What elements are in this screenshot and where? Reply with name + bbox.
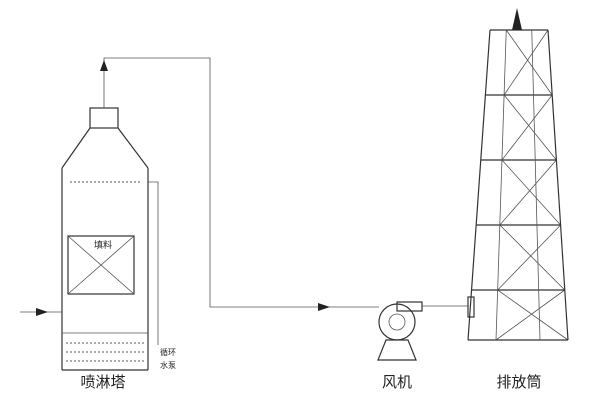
packing-label-bg xyxy=(91,238,115,250)
tower-shoulder-left xyxy=(61,127,91,169)
stack-inlet-flange xyxy=(467,296,475,318)
stack-label: 排放筒 xyxy=(496,373,541,391)
packing-diagonal-b xyxy=(67,235,135,295)
stack-brace-a-5 xyxy=(497,289,569,341)
stack-brace-b-4 xyxy=(497,224,561,291)
fan xyxy=(377,301,423,361)
stack-post-4 xyxy=(547,29,569,341)
fan-impeller xyxy=(388,313,406,331)
spray-tower: 填料 循环 水泵 xyxy=(61,107,176,371)
tower-outlet-cap xyxy=(89,107,119,129)
recirculation-pipe xyxy=(148,181,159,345)
packing-box xyxy=(67,235,135,295)
stack-outlet-arrow xyxy=(512,8,522,30)
stack-brace-a-1 xyxy=(505,29,553,96)
stack-brace-b-1 xyxy=(503,29,549,96)
exhaust-duct xyxy=(103,57,379,308)
fan-label: 风机 xyxy=(382,373,412,391)
stack-post-3 xyxy=(531,29,541,341)
pump-label-line2: 水泵 xyxy=(160,360,176,370)
exhaust-stack xyxy=(467,29,569,341)
stack-brace-b-2 xyxy=(501,94,553,161)
pump-label-line1: 循环 xyxy=(160,347,176,357)
stack-brace-a-2 xyxy=(503,94,557,161)
duct-right-arrow xyxy=(318,303,330,311)
duct-up-arrow xyxy=(100,60,108,71)
packing-label: 填料 xyxy=(94,239,112,251)
stack-brace-a-3 xyxy=(501,159,561,226)
stack-brace-a-4 xyxy=(499,224,566,291)
stack-brace-b-5 xyxy=(495,289,566,341)
stack-brace-b-3 xyxy=(499,159,557,226)
fan-base xyxy=(377,339,417,361)
stack-post-2 xyxy=(495,29,507,341)
tower-shoulder-right xyxy=(117,127,149,169)
stack-post-1 xyxy=(467,29,491,341)
spray-tower-label: 喷淋塔 xyxy=(80,373,125,391)
inlet-arrow xyxy=(36,308,48,316)
fan-outlet xyxy=(396,301,423,312)
